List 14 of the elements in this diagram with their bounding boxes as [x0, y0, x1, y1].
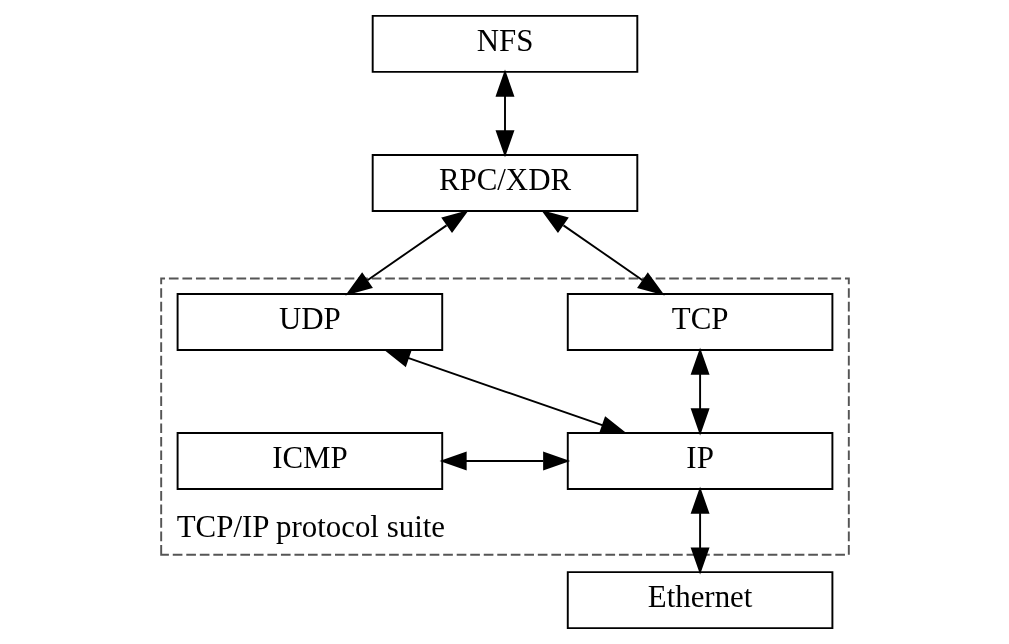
arrow: [382, 349, 628, 435]
arrow: [439, 451, 570, 471]
node-box: IP: [566, 432, 833, 491]
arrow: [495, 69, 514, 158]
node-box: ICMP: [176, 432, 443, 491]
node-box: TCP: [566, 293, 833, 351]
arrow: [344, 209, 469, 296]
node-box: NFS: [371, 14, 638, 73]
node-box: UDP: [176, 293, 443, 351]
arrow: [690, 486, 710, 575]
node-box: RPC/XDR: [371, 153, 638, 212]
node-box: Ethernet: [566, 571, 833, 630]
arrow: [690, 347, 710, 436]
arrow: [540, 209, 665, 296]
